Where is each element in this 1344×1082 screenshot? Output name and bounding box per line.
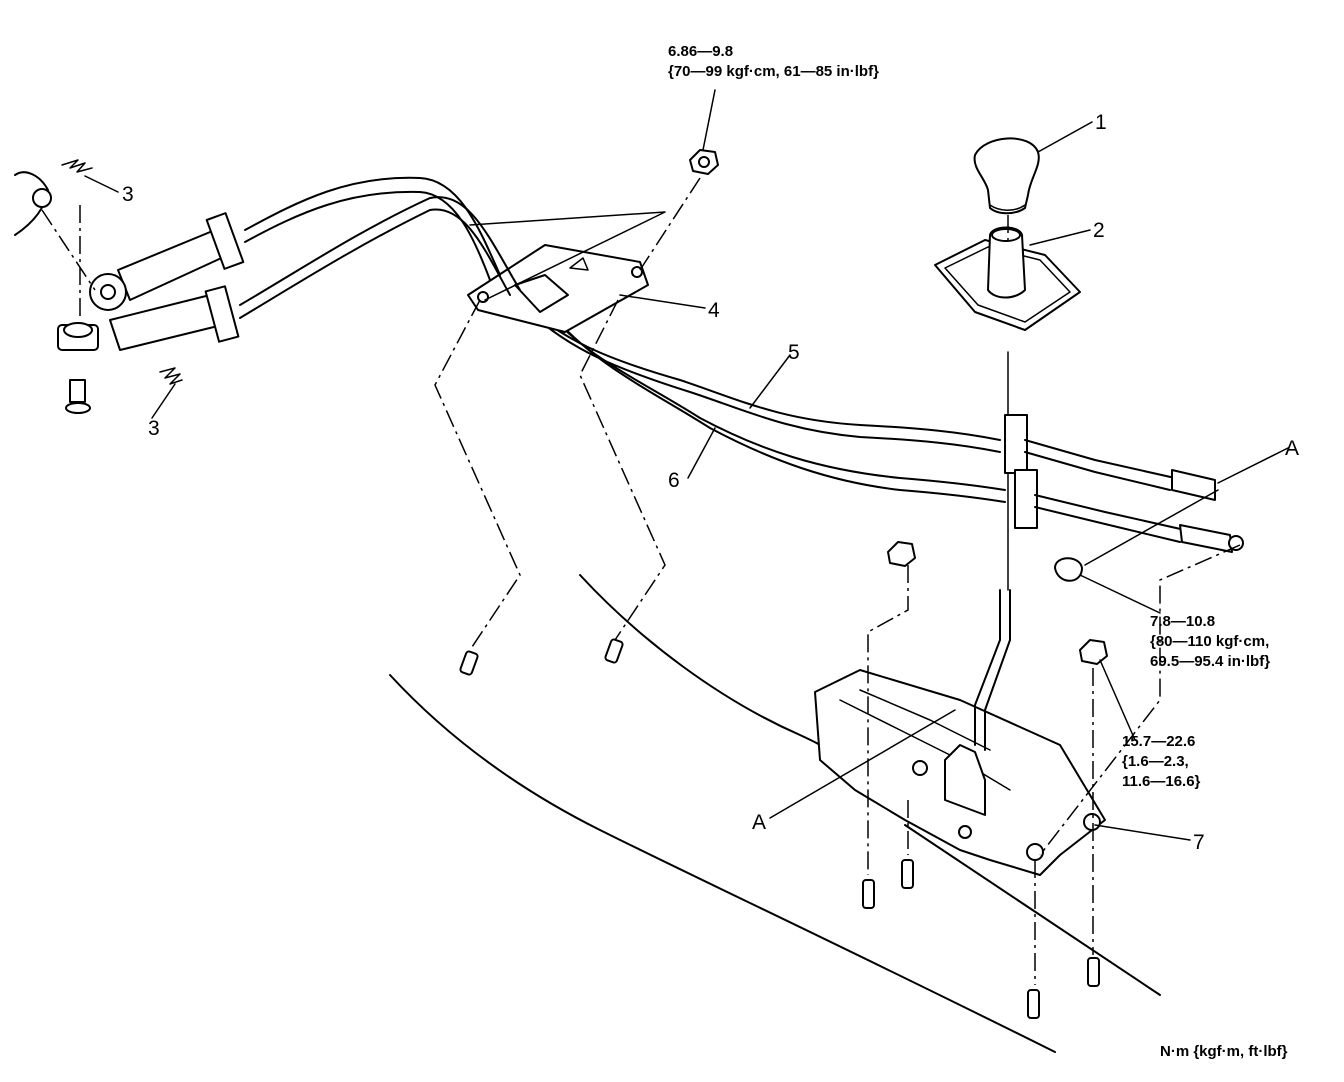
shift-boot [934,226,1081,331]
torque-spec-shifter-line2: {1.6—2.3, [1122,753,1189,770]
torque-spec-cable-nut: 7.8—10.8 {80—110 kgf·cm, 69.5—95.4 in·lb… [1150,612,1270,672]
torque-spec-shifter-line3: 11.6—16.6} [1122,773,1201,790]
shifter-base [814,589,1106,876]
callout-part-4: 4 [708,299,720,322]
shift-knob [973,137,1040,215]
torque-spec-shifter-nut: 15.7—22.6 {1.6—2.3, 11.6—16.6} [1122,732,1200,792]
callout-part-3-upper: 3 [122,183,134,206]
torque-spec-cable-line1: 7.8—10.8 [1150,613,1216,630]
locating-pins [459,638,1100,1019]
shift-cables [519,299,1006,503]
retaining-clips [61,159,183,385]
units-note: N·m {kgf·m, ft·lbf} [1160,1043,1288,1060]
left-cable-ends [14,171,127,414]
nuts [689,149,1108,665]
cable-bracket [467,244,649,333]
callout-part-5: 5 [788,341,800,364]
torque-spec-bracket-line1: 6.86—9.8 [668,43,734,60]
torque-spec-bracket-nut: 6.86—9.8 {70—99 kgf·cm, 61—85 in·lbf} [668,42,879,82]
cable-end-assembly [1004,414,1244,553]
torque-spec-bracket-line2: {70—99 kgf·cm, 61—85 in·lbf} [668,63,879,80]
callout-part-3-lower: 3 [148,417,160,440]
torque-spec-cable-line3: 69.5—95.4 in·lbf} [1150,653,1271,670]
callout-part-7: 7 [1193,831,1205,854]
callout-part-2: 2 [1093,219,1105,242]
callout-ref-a-upper: A [1285,437,1300,460]
left-cable-sheaths [109,176,521,351]
alignment-lines [41,177,1241,985]
callout-ref-a-lower: A [752,811,767,834]
torque-spec-shifter-line1: 15.7—22.6 [1122,733,1196,750]
leader-lines [84,89,1289,841]
callout-part-6: 6 [668,469,680,492]
torque-spec-cable-line2: {80—110 kgf·cm, [1150,633,1270,650]
callout-part-1: 1 [1095,111,1107,134]
